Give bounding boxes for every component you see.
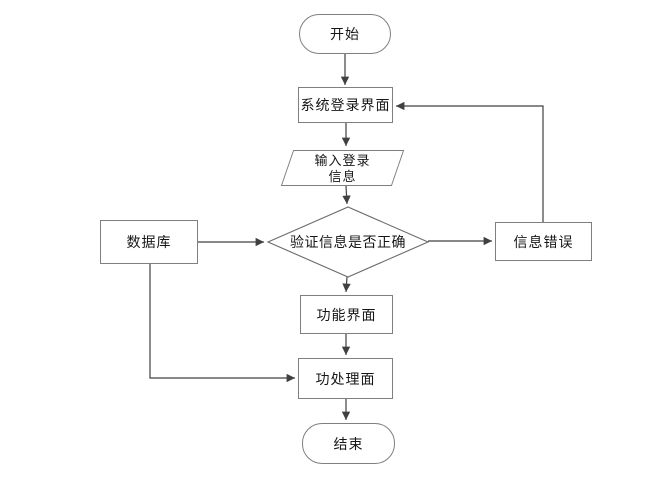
edge-error-to-login <box>396 101 544 222</box>
flowchart-node-login-screen: 系统登录界面 <box>298 87 393 123</box>
flowchart-node-start: 开始 <box>299 14 391 54</box>
node-label-database: 数据库 <box>126 236 172 251</box>
edge-database-to-process <box>149 263 295 383</box>
decision-diamond-shape <box>266 206 430 278</box>
node-label-start: 开始 <box>330 28 360 43</box>
flowchart-node-info-error: 信息错误 <box>495 222 592 261</box>
node-label-function-screen: 功能界面 <box>316 308 377 324</box>
node-label-input-line1: 输入登录 <box>314 152 371 168</box>
flowchart-node-verify-decision: 验证信息是否正确 <box>270 209 426 275</box>
node-label-end: 结束 <box>333 437 364 453</box>
node-label-info-error: 信息错误 <box>513 235 574 251</box>
flowchart-node-end: 结束 <box>302 423 395 464</box>
flowchart-node-input-login-info: 输入登录 信息 <box>280 150 405 186</box>
node-label-input-login-info: 输入登录 信息 <box>277 151 408 186</box>
flowchart-node-function-screen: 功能界面 <box>300 295 393 334</box>
edge-verify-to-function <box>342 276 351 293</box>
flowchart-node-database: 数据库 <box>100 220 198 264</box>
node-label-process-screen: 功处理面 <box>315 372 376 388</box>
node-label-verify: 验证信息是否正确 <box>290 236 406 251</box>
flowchart-node-process-screen: 功处理面 <box>298 358 393 399</box>
edge-input-to-verify <box>342 185 351 205</box>
node-label-login-screen: 系统登录界面 <box>300 99 391 114</box>
node-label-input-line2: 信息 <box>328 168 357 184</box>
